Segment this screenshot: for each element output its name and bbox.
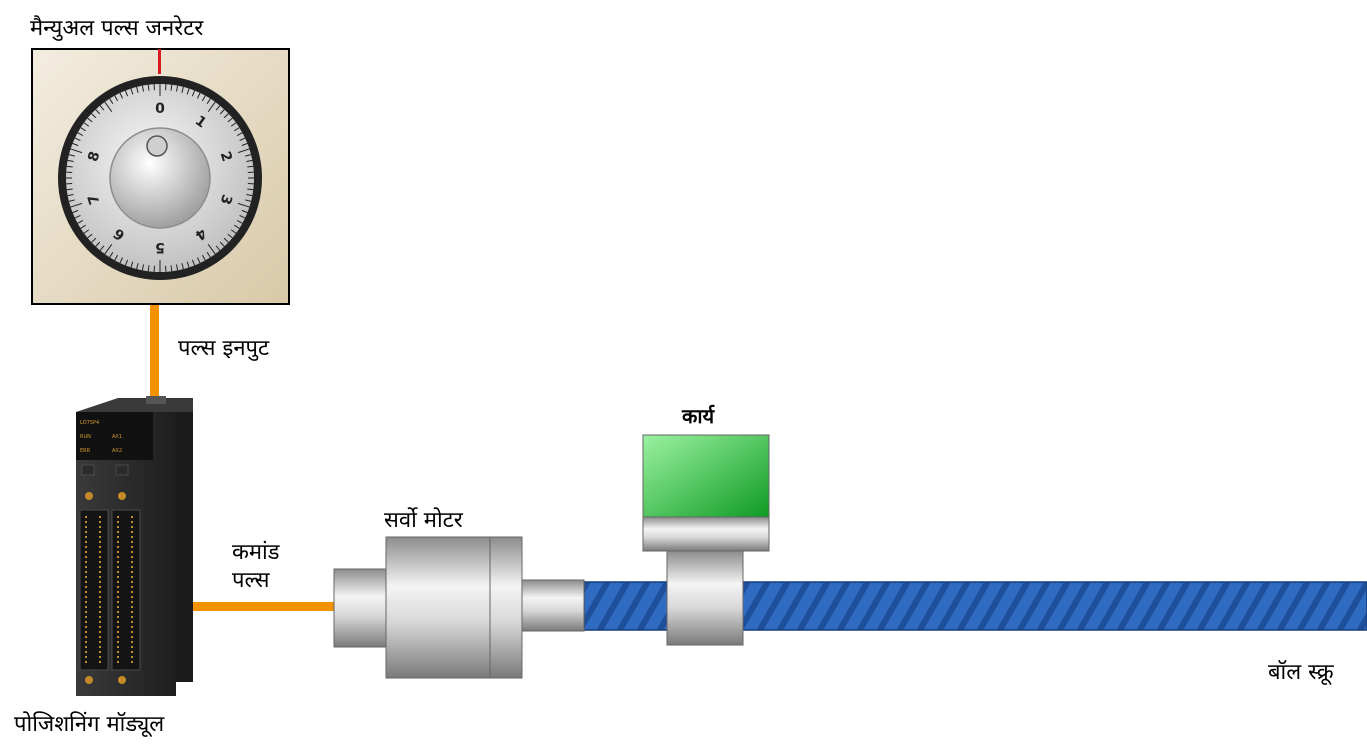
- work-carriage: [642, 434, 770, 646]
- ball-screw-label: बॉल स्क्रू: [1268, 660, 1334, 685]
- svg-text:RUN: RUN: [80, 434, 91, 440]
- dial-tick-ring: [66, 84, 254, 272]
- svg-text:LD75P4: LD75P4: [80, 420, 99, 426]
- dial-number-0: 0: [155, 101, 165, 117]
- dial-knob: [109, 127, 211, 229]
- work-label: कार्य: [682, 404, 715, 428]
- command-pulse-label-line1: कमांड: [232, 540, 280, 565]
- ball-nut: [666, 550, 744, 646]
- dial-number-8: 8: [85, 150, 103, 164]
- servo-motor: [333, 536, 585, 679]
- work-block: [642, 434, 770, 518]
- connector-left: [79, 509, 109, 671]
- svg-text:ERR: ERR: [80, 448, 91, 454]
- connector-right: [111, 509, 141, 671]
- positioning-module: LD75P4 RUN ERR AX1 AX2: [76, 396, 193, 696]
- command-pulse-label-line2: पल्स: [232, 568, 270, 593]
- pulse-input-label: पल्स इनपुट: [178, 336, 270, 361]
- servo-motor-label: सर्वो मोटर: [384, 508, 463, 533]
- dial-number-5: 5: [155, 239, 165, 255]
- dial-number-3: 3: [217, 192, 235, 206]
- module-display: [76, 412, 153, 460]
- svg-text:AX1: AX1: [112, 434, 122, 440]
- dial-number-2: 2: [217, 150, 235, 164]
- dial-pointer: [158, 49, 161, 74]
- manual-pulse-generator-label: मैन्युअल पल्स जनरेटर: [30, 16, 204, 41]
- dial-finger-hole: [146, 135, 168, 157]
- svg-text:AX2: AX2: [112, 448, 122, 454]
- positioning-module-label: पोजिशनिंग मॉड्यूल: [14, 712, 165, 737]
- pulse-input-wire: [150, 305, 159, 402]
- dial-number-7: 7: [85, 192, 103, 206]
- command-pulse-wire: [192, 602, 334, 611]
